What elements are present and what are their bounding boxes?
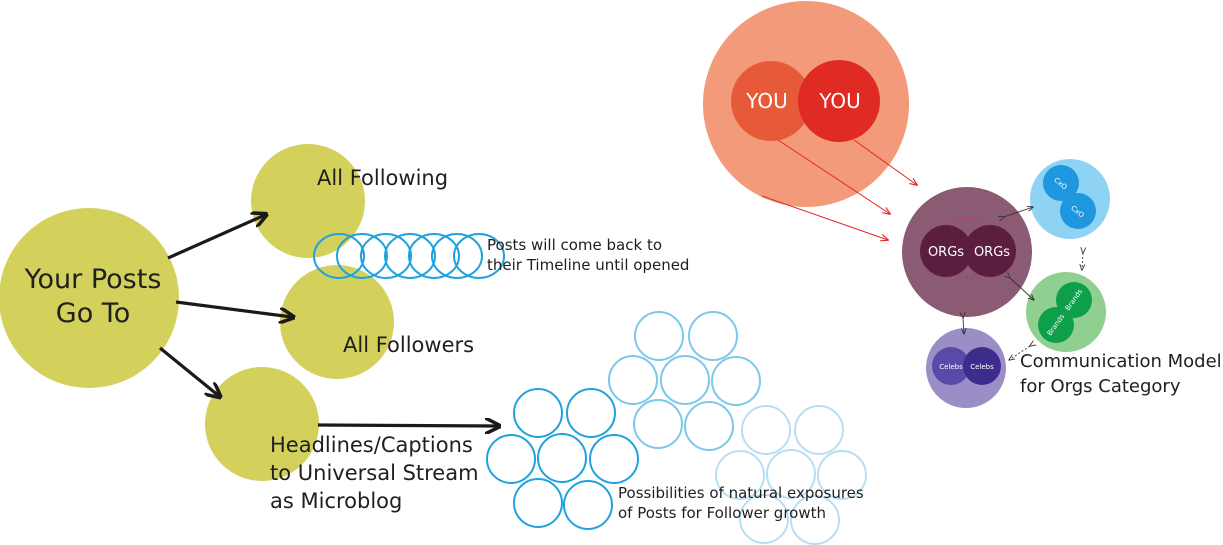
arrow-to-headlines bbox=[158, 346, 219, 396]
exposure-cluster-pale bbox=[715, 405, 867, 545]
headlines-circle: Headlines/Captions to Universal Stream a… bbox=[205, 367, 479, 513]
timeline-note-line2: their Timeline until opened bbox=[487, 256, 689, 274]
arrow-to-stream bbox=[317, 425, 498, 426]
you-right-label: YOU bbox=[818, 89, 861, 113]
exposure-note-line2: of Posts for Follower growth bbox=[618, 504, 826, 522]
brands-circle: Brands Brands bbox=[1026, 272, 1106, 352]
you-to-orgs-arrows bbox=[761, 139, 917, 240]
all-following-label: All Following bbox=[317, 166, 448, 190]
all-followers-label: All Followers bbox=[343, 333, 474, 357]
your-posts-circle: Your Posts Go To bbox=[0, 208, 179, 388]
headlines-line3: as Microblog bbox=[270, 489, 402, 513]
comm-model-line2: for Orgs Category bbox=[1020, 376, 1181, 397]
arrow-to-following bbox=[167, 215, 265, 260]
all-following-circle: All Following bbox=[251, 144, 448, 258]
celebs-circle: Celebs Celebs bbox=[926, 328, 1006, 408]
all-followers-circle: All Followers bbox=[280, 265, 474, 379]
orgs-circle: ORGs ORGs bbox=[902, 187, 1032, 317]
cxo-circle: CxO CxO bbox=[1030, 159, 1110, 239]
timeline-note-line1: Posts will come back to bbox=[487, 236, 662, 254]
comm-model-line1: Communication Model bbox=[1020, 351, 1222, 372]
branch-arrows bbox=[158, 215, 498, 426]
celebs-right-label: Celebs bbox=[970, 363, 994, 371]
exposure-cluster-dark bbox=[486, 388, 639, 530]
you-left-label: YOU bbox=[745, 89, 788, 113]
your-posts-line2: Go To bbox=[56, 298, 130, 329]
headlines-line1: Headlines/Captions bbox=[270, 433, 473, 457]
arrow-to-followers bbox=[175, 300, 292, 317]
you-circle: YOU YOU bbox=[703, 1, 909, 207]
celebs-left-label: Celebs bbox=[939, 363, 963, 371]
exposure-note-line1: Possibilities of natural exposures bbox=[618, 484, 864, 502]
orgs-right-label: ORGs bbox=[974, 245, 1010, 260]
comm-model-connectors bbox=[963, 207, 1083, 360]
exposure-cluster-medium bbox=[608, 311, 761, 451]
your-posts-line1: Your Posts bbox=[24, 264, 162, 295]
timeline-ring-chain bbox=[313, 233, 505, 279]
headlines-line2: to Universal Stream bbox=[270, 461, 479, 485]
orgs-left-label: ORGs bbox=[928, 245, 964, 260]
